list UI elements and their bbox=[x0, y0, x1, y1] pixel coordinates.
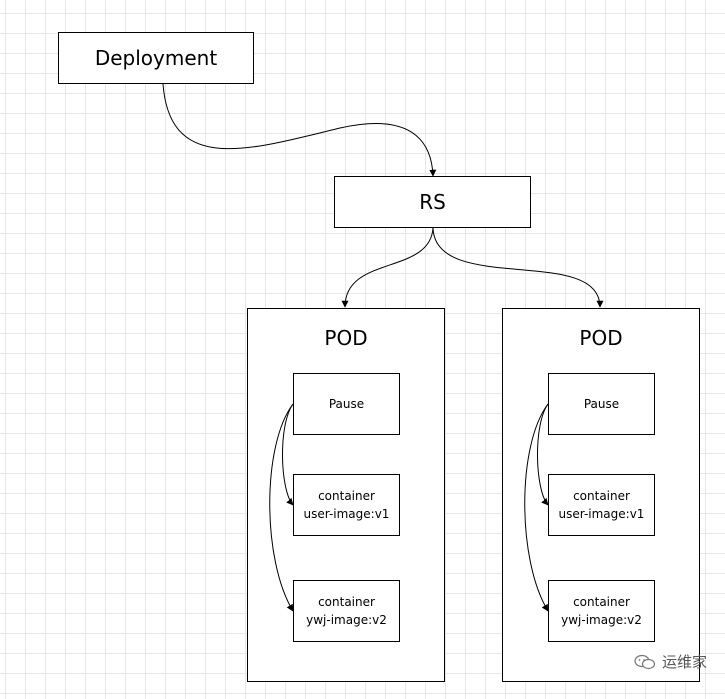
deployment-label: Deployment bbox=[94, 46, 218, 70]
pod-title: POD bbox=[324, 326, 368, 350]
rs-node[interactable]: RS bbox=[334, 176, 531, 228]
pause-container-left[interactable]: Pause bbox=[293, 373, 400, 435]
edge-rs-pod-left bbox=[341, 227, 434, 308]
image-label: user-image:v1 bbox=[558, 507, 645, 521]
edge-deployment-rs bbox=[162, 83, 437, 177]
pod-title: POD bbox=[579, 326, 623, 350]
image-label: ywj-image:v2 bbox=[306, 613, 387, 627]
ywj-container-right[interactable]: container ywj-image:v2 bbox=[548, 580, 655, 642]
container-label: container bbox=[573, 489, 630, 503]
container-label: container bbox=[573, 595, 630, 609]
container-label: container bbox=[318, 489, 375, 503]
image-label: ywj-image:v2 bbox=[561, 613, 642, 627]
pause-container-right[interactable]: Pause bbox=[548, 373, 655, 435]
wechat-icon bbox=[634, 654, 656, 669]
ywj-container-left[interactable]: container ywj-image:v2 bbox=[293, 580, 400, 642]
watermark-text: 运维家 bbox=[661, 653, 707, 671]
user-container-left[interactable]: container user-image:v1 bbox=[293, 474, 400, 536]
user-container-right[interactable]: container user-image:v1 bbox=[548, 474, 655, 536]
pause-label: Pause bbox=[328, 397, 365, 411]
watermark: 运维家 bbox=[634, 651, 707, 672]
container-label: container bbox=[318, 595, 375, 609]
edge-rs-pod-right bbox=[432, 227, 604, 308]
image-label: user-image:v1 bbox=[303, 507, 390, 521]
rs-label: RS bbox=[419, 190, 446, 214]
pause-label: Pause bbox=[583, 397, 620, 411]
deployment-node[interactable]: Deployment bbox=[58, 32, 254, 84]
